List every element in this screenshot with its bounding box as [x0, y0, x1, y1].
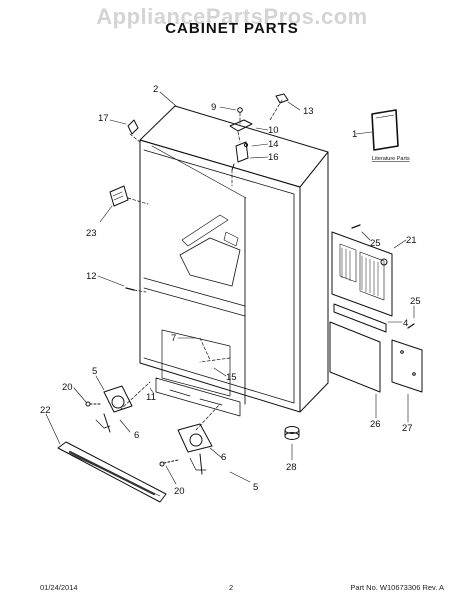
callout-25-lower: 25 [410, 296, 421, 307]
callout-25-upper: 25 [370, 238, 381, 249]
top-brackets [229, 93, 289, 171]
footer-part-number: Part No. W10673306 Rev. A [350, 583, 444, 592]
callout-5-right: 5 [253, 482, 258, 493]
part-1-literature [371, 109, 399, 151]
callout-2: 2 [153, 84, 158, 95]
part-12-screw [125, 287, 135, 291]
part-25-screw-upper [351, 224, 361, 229]
cabinet-body [139, 105, 329, 417]
callout-10: 10 [268, 125, 279, 136]
footer-date: 01/24/2014 [40, 583, 78, 592]
callout-20-left: 20 [62, 382, 73, 393]
part-27-cover [391, 339, 423, 393]
callout-27: 27 [402, 423, 413, 434]
callout-13: 13 [303, 106, 314, 117]
callout-26: 26 [370, 419, 381, 430]
right-roller-assembly [159, 423, 213, 475]
part-23-control-box [109, 185, 129, 207]
callout-labels: 1 2 4 5 5 6 6 7 9 10 11 12 13 14 15 16 1… [40, 84, 421, 497]
callout-22: 22 [40, 405, 51, 416]
part-26-panel [329, 321, 381, 393]
callout-1: 1 [352, 129, 357, 140]
callout-11: 11 [146, 392, 156, 403]
leader-lines [119, 99, 283, 431]
literature-parts-label: Literature Parts [372, 156, 410, 162]
callout-17: 17 [98, 113, 109, 124]
callout-4: 4 [403, 318, 408, 329]
callout-21: 21 [406, 235, 417, 246]
footer-page-number: 2 [229, 583, 234, 592]
part-22-base-grille [57, 441, 167, 503]
watermark: AppliancePartsPros.com [96, 4, 368, 29]
part-4-strip [333, 303, 387, 333]
callout-12: 12 [86, 271, 97, 282]
callout-16: 16 [268, 152, 279, 163]
part-25-screw-lower [407, 323, 415, 329]
callout-14: 14 [268, 139, 279, 150]
callout-leaders [45, 91, 415, 485]
callout-5-left: 5 [92, 366, 97, 377]
left-roller-assembly [85, 385, 133, 433]
part-21-rear-panel [331, 231, 393, 317]
callout-6-right: 6 [221, 452, 226, 463]
page-title: CABINET PARTS [165, 20, 299, 37]
callout-15: 15 [226, 372, 237, 383]
callout-9: 9 [211, 102, 216, 113]
callout-6-left: 6 [134, 430, 139, 441]
callout-23: 23 [86, 228, 97, 239]
callout-28: 28 [286, 462, 297, 473]
callout-20-right: 20 [174, 486, 185, 497]
callout-7: 7 [171, 333, 176, 344]
part-28-foot [284, 426, 300, 440]
part-17-clip [127, 119, 139, 135]
